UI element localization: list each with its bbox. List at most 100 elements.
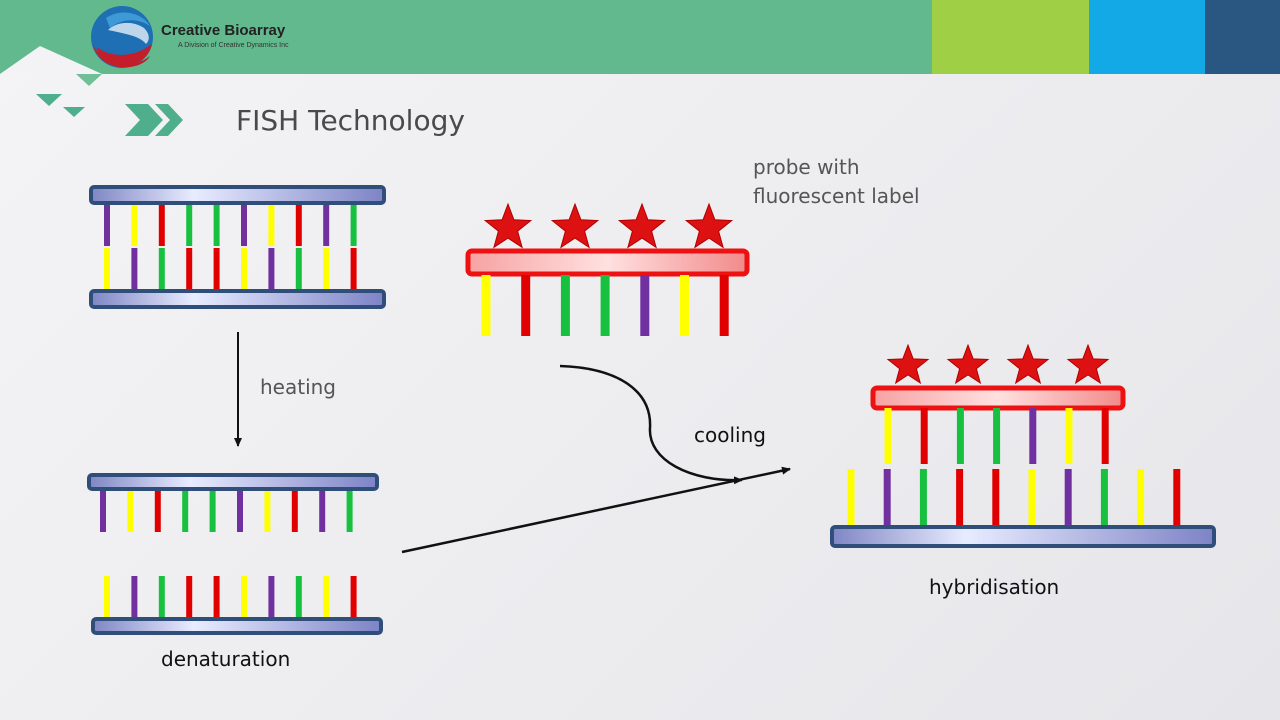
cooling-curve-arrow <box>559 364 743 485</box>
dna-lower-bases <box>104 248 357 289</box>
probe-backbone <box>465 248 750 277</box>
header-blue-block <box>1089 0 1205 74</box>
probe-base-green <box>600 275 610 336</box>
probe-base-red <box>719 275 729 336</box>
base-red <box>213 576 220 617</box>
probe-base-purple <box>640 275 650 336</box>
double-chevron-icon <box>125 104 183 136</box>
slide-title: FISH Technology <box>236 104 465 137</box>
probe-base-red <box>521 275 531 336</box>
probe-base-green <box>993 408 1001 464</box>
hybrid-probe-bases <box>884 408 1109 464</box>
logo-name: Creative Bioarray <box>161 22 286 39</box>
base-green <box>182 491 189 532</box>
base-red <box>295 205 302 246</box>
base-yellow <box>264 491 271 532</box>
probe-base-green <box>956 408 964 464</box>
denatured-dna <box>87 473 383 635</box>
probe-stars <box>483 202 734 249</box>
base-purple <box>241 205 247 246</box>
target-base-yellow <box>847 469 855 525</box>
base-purple <box>268 576 275 617</box>
target-base-yellow <box>1137 469 1145 525</box>
base-red <box>186 576 193 617</box>
target-base-green <box>919 469 927 525</box>
base-red <box>291 491 298 532</box>
base-purple <box>131 248 138 289</box>
dna-backbone-bottom <box>89 289 386 309</box>
fluorescent-star-icon <box>550 202 600 249</box>
target-base-red <box>1173 469 1181 525</box>
base-purple <box>323 205 330 246</box>
base-purple <box>268 248 275 289</box>
target-base-purple <box>883 469 891 525</box>
base-red <box>350 576 357 617</box>
base-purple <box>104 205 110 246</box>
dna-backbone-top <box>89 185 386 205</box>
base-yellow <box>127 491 134 532</box>
base-green <box>350 205 357 246</box>
fluorescent-star-icon <box>1066 343 1110 385</box>
header-green-band <box>0 0 932 74</box>
target-base-yellow <box>1028 469 1036 525</box>
target-base-red <box>992 469 1000 525</box>
fluorescent-probe <box>465 202 750 336</box>
hybridised-dna <box>830 343 1216 548</box>
base-red <box>158 205 165 246</box>
base-purple <box>237 491 243 532</box>
teal-triangle-decoration-small <box>63 107 85 117</box>
double-strand-dna <box>89 185 386 309</box>
base-purple <box>319 491 326 532</box>
base-red <box>154 491 161 532</box>
probe-base-red <box>920 408 928 464</box>
header-navy-block <box>1205 0 1280 74</box>
base-red <box>213 248 220 289</box>
base-yellow <box>104 248 110 289</box>
cooling-label: cooling <box>694 423 766 447</box>
teal-triangle-decoration <box>36 94 62 106</box>
fluorescent-star-icon <box>684 202 734 249</box>
base-green <box>158 248 165 289</box>
fluorescent-star-icon <box>946 343 990 385</box>
fluorescent-star-icon <box>886 343 930 385</box>
denatured-backbone-top <box>87 473 379 491</box>
base-purple <box>131 576 138 617</box>
base-yellow <box>323 248 330 289</box>
header-bar <box>0 0 1280 74</box>
probe-bases <box>481 275 729 336</box>
hybrid-probe-stars <box>886 343 1110 385</box>
denatured-upper-bases <box>100 491 353 532</box>
hybrid-target-backbone <box>830 525 1216 548</box>
hybrid-probe-backbone <box>870 385 1126 411</box>
probe-base-yellow <box>1065 408 1073 464</box>
denatured-lower-bases <box>104 576 357 617</box>
base-green <box>209 491 216 532</box>
denaturation-label: denaturation <box>161 647 291 671</box>
denatured-to-hybrid-arrow <box>401 466 791 554</box>
header-triangle-shadow <box>76 74 102 86</box>
base-yellow <box>241 248 247 289</box>
target-base-green <box>1100 469 1108 525</box>
base-yellow <box>131 205 138 246</box>
probe-label: probe with fluorescent label <box>753 155 920 208</box>
hybrid-target-bases <box>847 469 1181 525</box>
base-green <box>346 491 353 532</box>
base-green <box>158 576 165 617</box>
fluorescent-star-icon <box>1006 343 1050 385</box>
logo-tagline: A Division of Creative Dynamics Inc <box>178 42 289 49</box>
base-yellow <box>104 576 110 617</box>
base-green <box>295 576 302 617</box>
fluorescent-star-icon <box>483 202 533 249</box>
base-yellow <box>241 576 247 617</box>
probe-base-red <box>1101 408 1109 464</box>
denatured-backbone-bottom <box>91 617 383 635</box>
base-yellow <box>323 576 330 617</box>
base-green <box>186 205 193 246</box>
probe-base-yellow <box>680 275 689 336</box>
dna-upper-bases <box>104 205 357 246</box>
hybridisation-label: hybridisation <box>929 575 1060 599</box>
fluorescent-star-icon <box>617 202 667 249</box>
header-lime-block <box>932 0 1089 74</box>
